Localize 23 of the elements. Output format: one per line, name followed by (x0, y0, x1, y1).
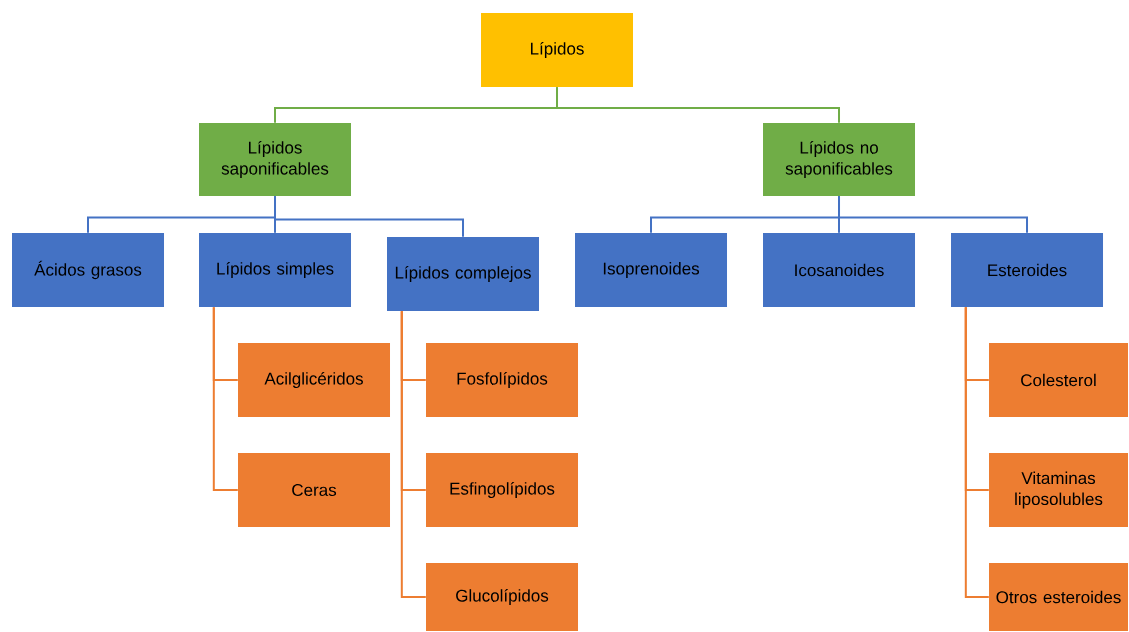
concept-box: Lípidos no saponificables (763, 123, 915, 196)
concept-box: Glucolípidos (426, 563, 578, 631)
concept-box: Ceras (238, 453, 390, 527)
concept-box: Lípidos simples (199, 233, 351, 307)
concept-box: Icosanoides (763, 233, 915, 307)
connector (400, 310, 427, 598)
concept-box: Esteroides (951, 233, 1103, 307)
concept-box: Esfingolípidos (426, 453, 578, 527)
concept-box: Lípidos (481, 13, 633, 87)
connector (274, 195, 464, 238)
concept-box: Vitaminas liposolubles (989, 453, 1128, 527)
concept-box: Fosfolípidos (426, 343, 578, 417)
connector (838, 195, 1028, 234)
concept-box: Lípidos saponificables (199, 123, 351, 196)
concept-box: Acilglicéridos (238, 343, 390, 417)
concept-box: Colesterol (989, 343, 1128, 417)
connector (964, 306, 990, 598)
concept-box: Otros esteroides (989, 563, 1128, 631)
concept-box: Lípidos complejos (387, 237, 539, 311)
connector (212, 306, 239, 491)
concept-box: Isoprenoides (575, 233, 727, 307)
concept-box: Ácidos grasos (12, 233, 164, 307)
connector (556, 86, 840, 124)
